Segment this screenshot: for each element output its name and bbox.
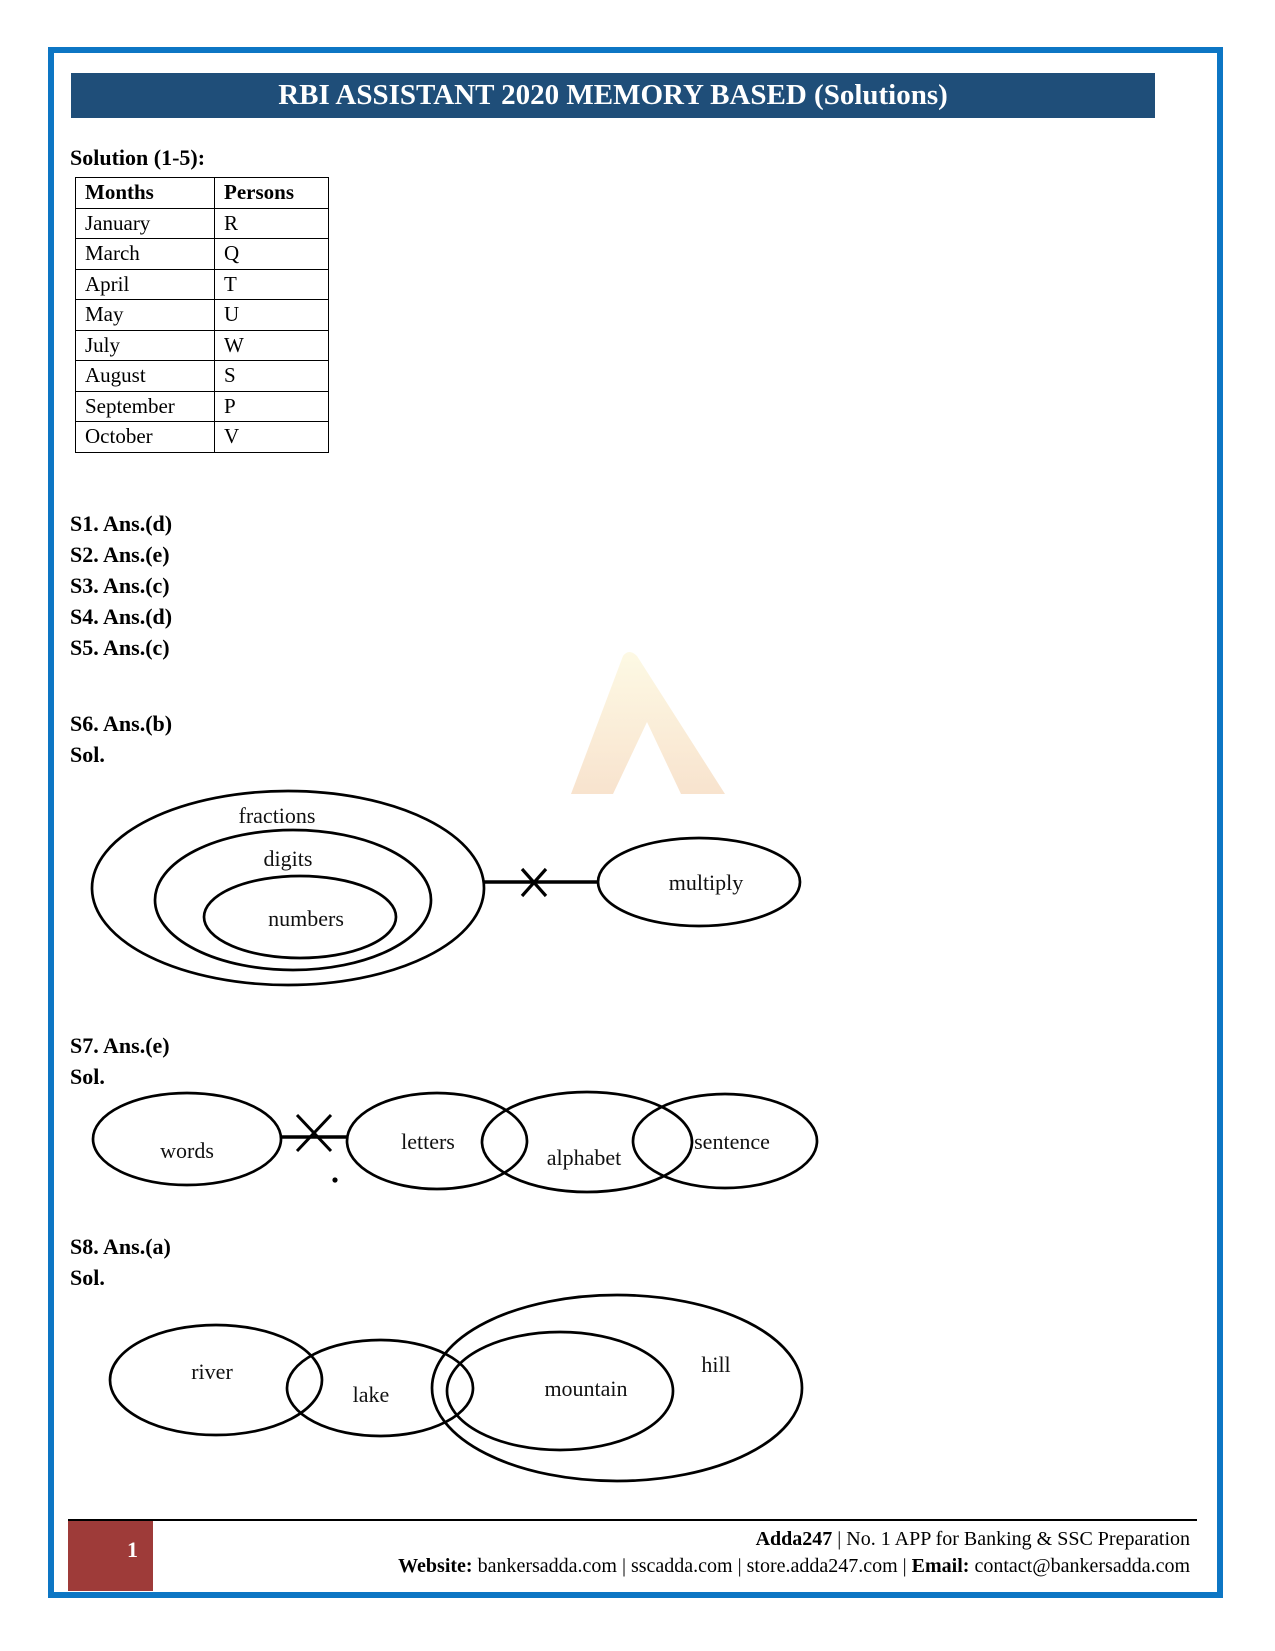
words-label: words [160,1138,214,1163]
letters-label: letters [401,1129,455,1154]
page-border [48,47,1223,1598]
s6-venn-diagram: fractions digits numbers multiply [90,789,802,987]
numbers-label: numbers [268,906,344,931]
stray-dot [332,1177,338,1183]
fractions-label: fractions [239,803,316,828]
website-list: bankersadda.com | sscadda.com | store.ad… [472,1555,912,1577]
person-cell: R [214,207,329,239]
mountain-ellipse [445,1330,675,1452]
person-cell: V [214,421,329,453]
s8-venn-diagram: river lake mountain hill [108,1293,804,1483]
table-row: October V [75,421,329,453]
s7-venn-diagram: words letters alphabet sentence [91,1090,819,1194]
footer-line-1: Adda247 | No. 1 APP for Banking & SSC Pr… [398,1526,1190,1553]
s7-sol-label: Sol. [70,1064,105,1089]
answer-s2: S2. Ans.(e) [70,542,170,567]
sentence-ellipse [631,1092,819,1190]
table-header-row: Months Persons [75,177,329,209]
footer-tagline: | No. 1 APP for Banking & SSC Preparatio… [832,1528,1190,1550]
fractions-ellipse [90,789,486,987]
table-row: May U [75,299,329,331]
s6-answer-block: S6. Ans.(b) Sol. [70,708,1275,770]
month-cell: August [75,360,215,392]
table-row: April T [75,268,329,300]
page-number: 1 [127,1537,138,1562]
table-row: July W [75,329,329,361]
digits-ellipse [153,828,433,972]
month-cell: October [75,421,215,453]
s7-answer-block: S7. Ans.(e) Sol. [70,1030,170,1092]
table-row: September P [75,390,329,422]
person-cell: U [214,299,329,331]
cross-mark-icon [295,1113,333,1153]
answer-list: S1. Ans.(d) S2. Ans.(e) S3. Ans.(c) S4. … [70,508,172,663]
month-cell: July [75,329,215,361]
s7-answer: S7. Ans.(e) [70,1033,170,1058]
multiply-label: multiply [669,870,744,895]
footer: Adda247 | No. 1 APP for Banking & SSC Pr… [398,1526,1190,1580]
page-title: RBI ASSISTANT 2020 MEMORY BASED (Solutio… [278,79,948,111]
months-persons-table: Months Persons January R March Q April T… [75,177,329,453]
lake-ellipse [285,1338,475,1438]
answer-s3: S3. Ans.(c) [70,573,170,598]
s6-answer: S6. Ans.(b) [70,711,173,736]
month-cell: April [75,268,215,300]
s8-answer: S8. Ans.(a) [70,1234,171,1259]
footer-line-2: Website: bankersadda.com | sscadda.com |… [398,1553,1190,1580]
month-cell: March [75,238,215,270]
alphabet-ellipse [480,1090,694,1194]
table-row: August S [75,360,329,392]
person-cell: W [214,329,329,361]
month-cell: May [75,299,215,331]
month-cell: January [75,207,215,239]
hill-ellipse [430,1293,804,1483]
column-header-months: Months [75,177,215,209]
hill-label: hill [701,1352,730,1377]
answer-s1: S1. Ans.(d) [70,511,173,536]
letters-ellipse [345,1091,529,1191]
multiply-ellipse [596,836,802,928]
numbers-ellipse [202,874,398,960]
digits-label: digits [264,846,313,871]
person-cell: P [214,390,329,422]
website-label: Website: [398,1555,473,1577]
brand-name: Adda247 [755,1528,833,1550]
lake-label: lake [353,1382,390,1407]
header-bar: RBI ASSISTANT 2020 MEMORY BASED (Solutio… [71,73,1155,118]
email-label: Email: [911,1555,970,1577]
river-ellipse [108,1323,324,1437]
page-number-badge: 1 [68,1521,153,1591]
column-header-persons: Persons [214,177,329,209]
solution-heading: Solution (1-5): [70,145,206,170]
sentence-label: sentence [694,1129,770,1154]
answer-s4: S4. Ans.(d) [70,604,173,629]
s8-answer-block: S8. Ans.(a) Sol. [70,1231,171,1293]
footer-divider [68,1519,1197,1521]
table-row: January R [75,207,329,239]
person-cell: T [214,268,329,300]
answer-s5: S5. Ans.(c) [70,635,170,660]
mountain-label: mountain [544,1376,627,1401]
person-cell: S [214,360,329,392]
river-label: river [191,1359,233,1384]
email-address: contact@bankersadda.com [969,1555,1190,1577]
person-cell: Q [214,238,329,270]
alphabet-label: alphabet [547,1145,622,1170]
month-cell: September [75,390,215,422]
adda247-watermark-a-icon [571,652,725,794]
s6-sol-label: Sol. [70,742,105,767]
s8-sol-label: Sol. [70,1265,105,1290]
words-ellipse [91,1091,283,1187]
table-row: March Q [75,238,329,270]
cross-mark-icon [520,867,548,898]
